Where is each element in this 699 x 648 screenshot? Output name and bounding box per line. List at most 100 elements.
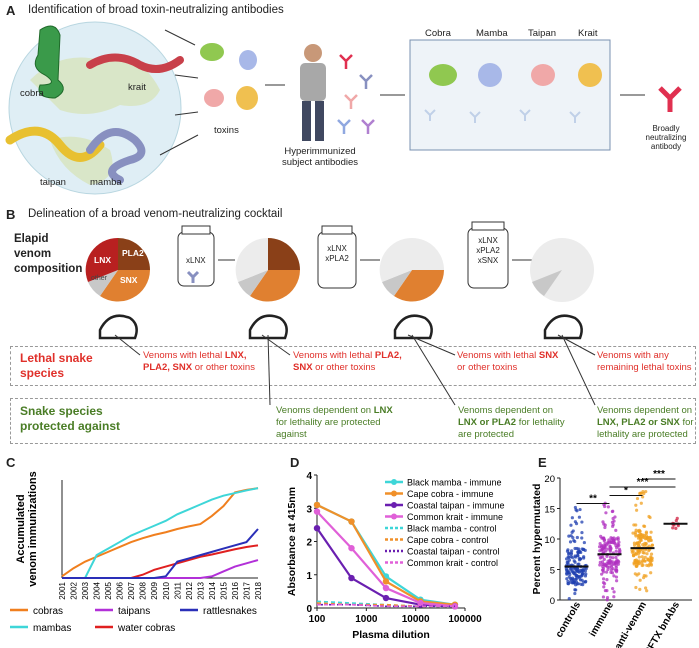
e-point (566, 571, 570, 575)
toxins-icon (200, 43, 258, 110)
panel-e-letter: E (538, 455, 547, 470)
e-point (611, 509, 615, 513)
e-point (608, 549, 612, 553)
e-point (614, 575, 619, 579)
panel-c-letter: C (6, 455, 16, 470)
e-point (603, 504, 607, 509)
e-point (612, 595, 616, 599)
e-point (671, 526, 675, 530)
d-point (313, 525, 321, 532)
d-point (382, 584, 390, 592)
e-point (605, 578, 609, 582)
vial3-label-1: xLNX (478, 236, 498, 245)
e-point (601, 581, 606, 585)
lethal-text-3: Venoms with lethal SNX or other toxins (457, 350, 559, 373)
e-point (638, 535, 642, 539)
e-point (577, 515, 581, 519)
c-x-tick-label: 2007 (127, 581, 136, 599)
label-subject: Hyperimmunized subject antibodies (281, 146, 359, 168)
e-point (634, 503, 638, 507)
e-point (617, 543, 621, 547)
e-point (570, 530, 574, 534)
e-y-tick-label: 10 (544, 535, 555, 546)
panel-a-letter: A (6, 3, 16, 18)
e-point (576, 582, 580, 586)
e-point (647, 544, 651, 548)
e-point (572, 566, 576, 570)
e-point (645, 589, 649, 593)
protected-text-2: Venoms dependent on LNX or PLA2 for leth… (458, 405, 565, 440)
e-point (643, 555, 647, 559)
c-series-water-cobras (62, 544, 259, 579)
pie-label-other: other (91, 275, 107, 282)
d-x-tick-label: 100 (309, 614, 326, 625)
e-point (644, 531, 648, 535)
d-x-label: Plasma dilution (352, 629, 430, 641)
e-point (637, 528, 642, 532)
pie-label-lnx: LNX (94, 255, 111, 265)
cobra-icon (34, 25, 64, 99)
c-x-tick-label: 2014 (208, 581, 217, 599)
e-point (606, 547, 610, 551)
d-legend-label: Cape cobra - control (407, 535, 489, 545)
e-point (612, 574, 616, 578)
label-taipan: taipan (40, 177, 66, 188)
e-point (573, 560, 577, 564)
e-point (610, 586, 615, 591)
e-point (632, 543, 637, 547)
e-point (615, 579, 619, 583)
protected-heading: Snake species protected against (20, 404, 121, 433)
e-point (614, 537, 619, 541)
e-point (575, 535, 579, 540)
e-y-tick-label: 20 (544, 474, 555, 485)
c-series-rattlesnakes (62, 528, 259, 579)
e-point (567, 575, 571, 579)
e-point (583, 569, 587, 573)
label-cobra: cobra (20, 88, 44, 99)
label-mamba: mamba (90, 177, 122, 188)
e-y-tick-label: 5 (550, 566, 555, 577)
lethal-box (10, 346, 696, 386)
e-point (606, 567, 610, 572)
e-sig-label: *** (653, 469, 665, 480)
e-point (567, 597, 571, 601)
e-sig-label: * (624, 486, 628, 497)
e-point (608, 562, 612, 566)
e-point (640, 548, 645, 552)
c-x-tick-label: 2011 (173, 581, 182, 599)
e-point (574, 583, 578, 587)
e-point (634, 552, 638, 556)
d-y-tick-label: 2 (306, 538, 312, 549)
c-legend-label: rattlesnakes (203, 606, 257, 617)
e-point (582, 556, 586, 560)
e-point (569, 551, 573, 555)
e-sig-label: *** (637, 477, 649, 488)
e-point (574, 508, 578, 512)
e-point (675, 516, 679, 520)
e-point (602, 538, 607, 542)
e-y-tick-label: 0 (550, 596, 555, 607)
taipan-icon (5, 126, 105, 162)
panel-b-title: Delineation of a broad venom-neutralizin… (28, 208, 283, 220)
e-point (613, 515, 617, 519)
c-series-cobras (61, 487, 259, 578)
e-point (649, 571, 653, 575)
protected-text-1: Venoms dependent on LNX for lethality ar… (276, 405, 393, 440)
e-point (580, 536, 584, 540)
e-point (568, 540, 573, 544)
e-point (635, 559, 639, 563)
label-broadly-neutralizing: Broadly neutralizing antibody (645, 124, 687, 151)
e-point (631, 549, 635, 553)
e-point (644, 586, 648, 590)
d-x-tick-label: 10000 (402, 614, 430, 625)
e-point (580, 530, 584, 535)
e-point (614, 528, 618, 532)
e-point (649, 538, 653, 542)
e-point (598, 556, 602, 560)
e-point (608, 546, 612, 550)
e-point (642, 574, 646, 578)
e-point (574, 588, 578, 592)
label-toxins: toxins (214, 125, 239, 136)
e-point (602, 557, 606, 561)
e-point (601, 566, 605, 570)
